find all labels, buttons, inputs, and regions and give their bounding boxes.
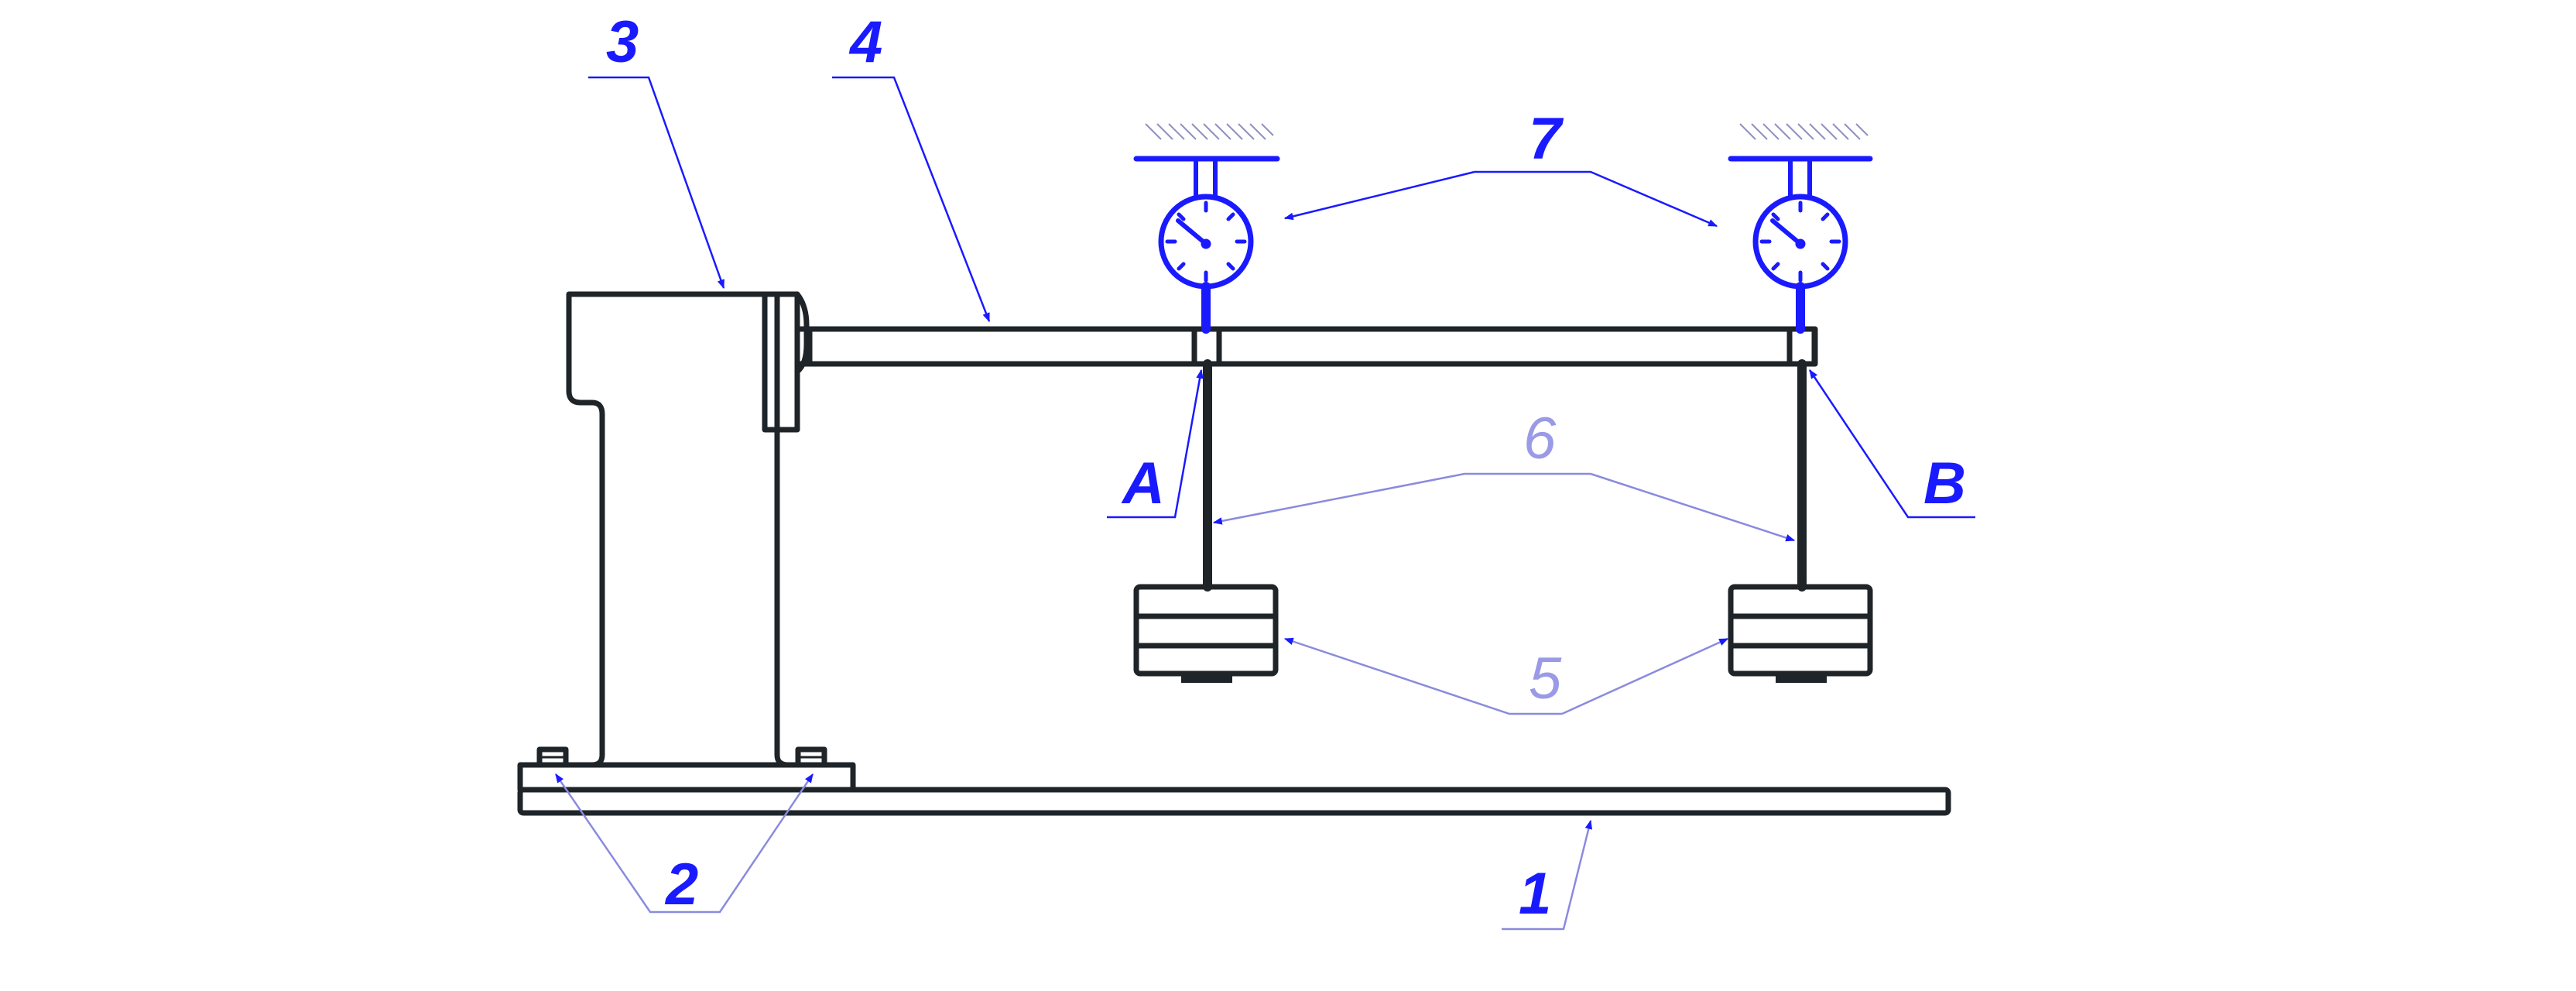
- label-point-b: B: [1923, 451, 1966, 516]
- leader-5b: [1561, 637, 1729, 715]
- ceiling-hatch-b: [1739, 123, 1869, 140]
- leader-7b: [1475, 170, 1718, 228]
- label-stand: 3: [606, 9, 639, 75]
- label-weights: 5: [1529, 646, 1562, 712]
- leader-5a: [1283, 637, 1562, 715]
- leader-1: [1502, 819, 1593, 931]
- label-point-a: A: [1121, 451, 1165, 516]
- leader-2b: [681, 773, 814, 914]
- leader-7a: [1283, 170, 1475, 221]
- leader-a: [1107, 369, 1204, 519]
- leader-6a: [1212, 472, 1591, 525]
- label-dial-gauges: 7: [1529, 106, 1564, 172]
- bolt-left: [536, 746, 569, 768]
- weight-stack-a: [1133, 584, 1279, 683]
- stand: [566, 291, 810, 768]
- dial-gauge-a: [1133, 123, 1280, 334]
- label-rods: 6: [1523, 406, 1557, 471]
- leader-b: [1808, 369, 1975, 519]
- leader-3: [588, 76, 725, 290]
- beam: [794, 326, 1818, 367]
- leader-4: [832, 76, 991, 323]
- bolt-right: [795, 746, 827, 768]
- label-beam: 4: [848, 9, 882, 75]
- leader-lines: [554, 76, 1975, 931]
- dial-gauge-b: [1728, 123, 1873, 334]
- leader-6b: [1590, 472, 1796, 542]
- weight-stack-b: [1728, 584, 1873, 683]
- gauge-a-ticks: [1165, 201, 1247, 283]
- label-bolts: 2: [664, 852, 698, 917]
- base-plate: [517, 762, 1951, 816]
- label-base-plate: 1: [1519, 861, 1551, 927]
- ceiling-hatch-a: [1145, 123, 1274, 140]
- leader-2a: [554, 773, 681, 914]
- gauge-b-ticks: [1759, 201, 1841, 283]
